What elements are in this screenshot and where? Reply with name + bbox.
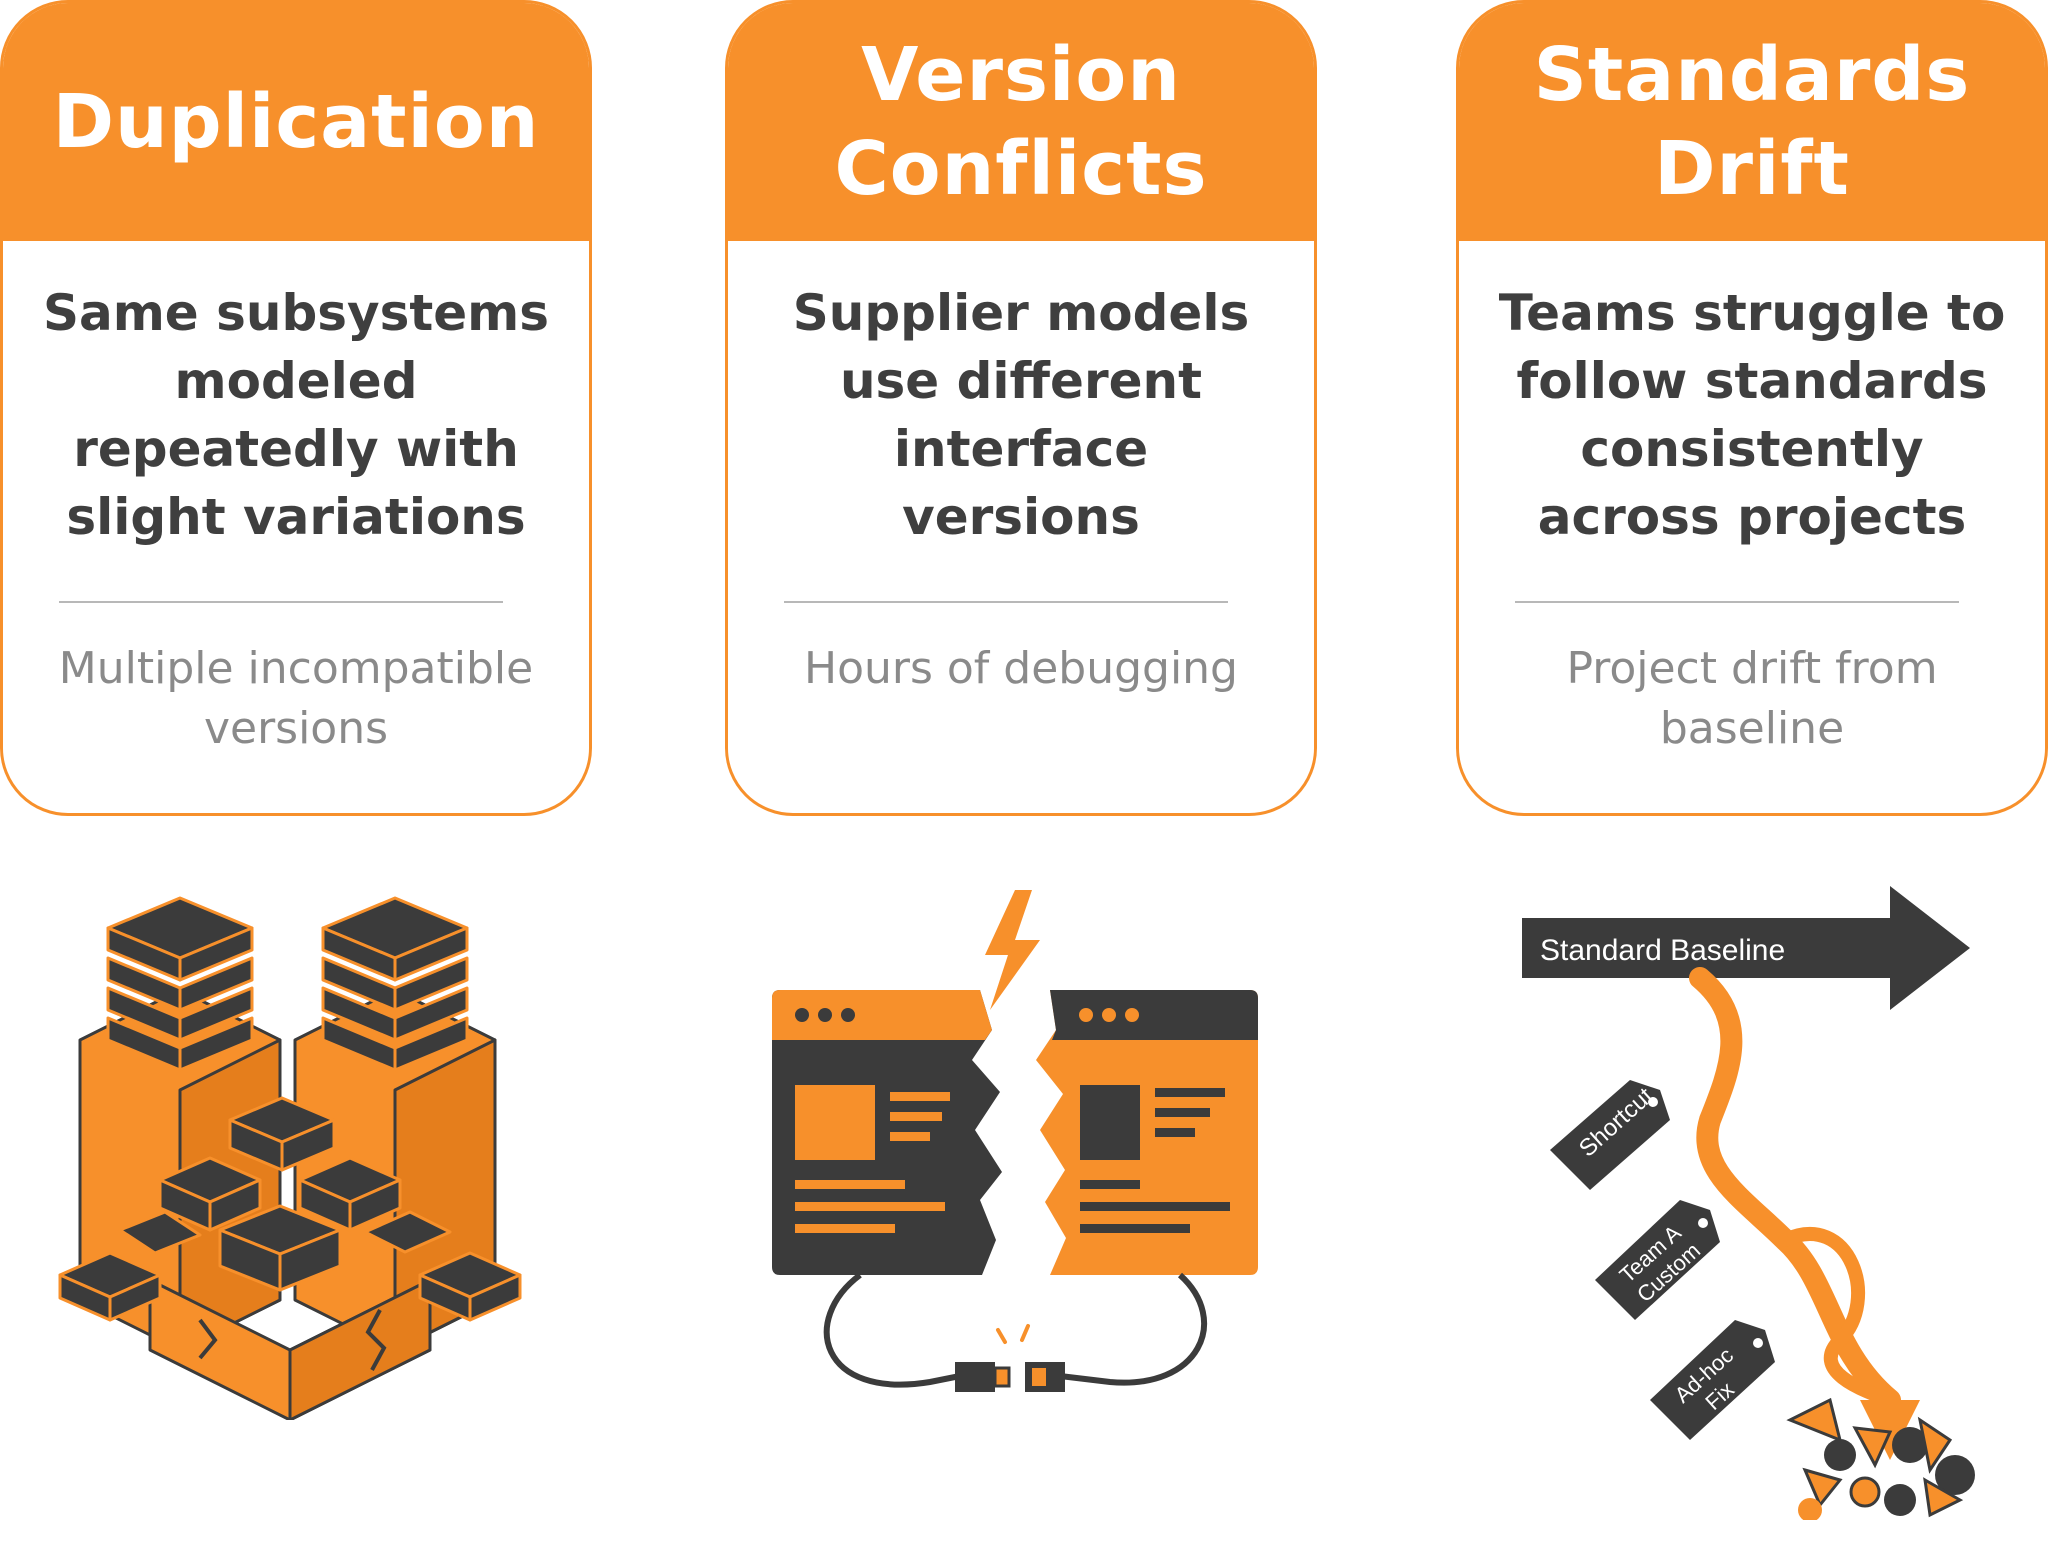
card-title: Duplication xyxy=(52,79,540,165)
card-duplication: Duplication Same subsystems modeled repe… xyxy=(0,0,592,816)
divider xyxy=(784,601,1228,603)
baseline-drift-illustration: Standard Baseline Shortcut Team ACustom … xyxy=(1522,886,1975,1520)
card-impact: Hours of debugging xyxy=(803,643,1238,694)
scattered-pieces xyxy=(1786,1397,1975,1520)
card-header: Duplication xyxy=(3,3,589,241)
broken-connection-illustration xyxy=(772,890,1258,1392)
card-title: Version Conflicts xyxy=(834,32,1208,212)
card-header: Standards Drift xyxy=(1459,3,2045,241)
card-description: Supplier models use different interface … xyxy=(792,284,1250,546)
divider xyxy=(59,601,503,603)
lightning-icon xyxy=(985,890,1040,1010)
divider xyxy=(1515,601,1959,603)
tag-shortcut: Shortcut xyxy=(1550,1080,1670,1190)
duplicate-stacks-illustration xyxy=(58,896,522,1420)
baseline-arrow xyxy=(1522,886,1970,1010)
card-impact: Multiple incompatible versions xyxy=(58,643,534,754)
card-version-conflicts: Version Conflicts Supplier models use di… xyxy=(725,0,1317,816)
tag-ad-hoc-fix: Ad-hocFix xyxy=(1650,1320,1775,1440)
baseline-arrow-label: Standard Baseline xyxy=(1540,934,1785,967)
plug-icon xyxy=(955,1362,1011,1392)
card-title: Standards Drift xyxy=(1533,32,1971,212)
card-description: Teams struggle to follow standards consi… xyxy=(1498,284,2006,546)
card-header: Version Conflicts xyxy=(728,3,1314,241)
card-impact: Project drift from baseline xyxy=(1566,643,1938,754)
card-description: Same subsystems modeled repeatedly with … xyxy=(42,284,550,546)
socket-icon xyxy=(1025,1362,1065,1392)
card-standards-drift: Standards Drift Teams struggle to follow… xyxy=(1456,0,2048,816)
tag-team-a-custom: Team ACustom xyxy=(1595,1200,1720,1320)
